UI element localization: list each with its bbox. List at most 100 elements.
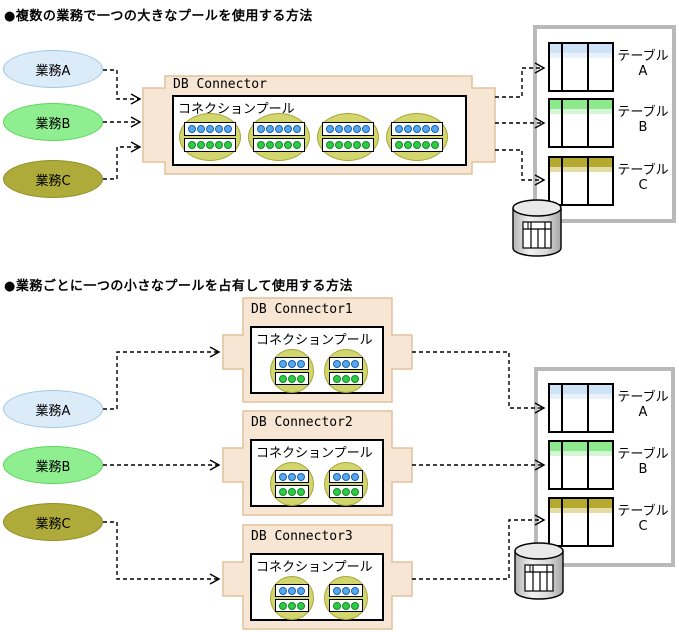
table-c-icon-2 <box>548 497 614 547</box>
table-header <box>550 44 612 58</box>
task-ellipse-b2: 業務B <box>3 446 103 484</box>
connection-dot <box>413 141 421 149</box>
table-label-name: テーブル <box>617 390 669 405</box>
connection-row-green <box>391 138 443 152</box>
table-a-icon-1 <box>548 42 614 92</box>
connection-dot <box>279 472 287 481</box>
arrow-task-c-to-connector <box>103 141 142 180</box>
column-divider <box>587 499 589 545</box>
connection-row-blue <box>253 122 305 136</box>
table-c-label-1: テーブル C <box>614 163 672 193</box>
db-connector3-title: DB Connector3 <box>251 529 353 544</box>
connection-dot <box>335 141 343 149</box>
connection-row-green <box>329 599 363 612</box>
connection-dot <box>362 141 370 149</box>
connection-dot <box>342 601 350 610</box>
task-ellipse-c2: 業務C <box>3 503 103 541</box>
connection-row-green <box>275 599 309 612</box>
connection-dot <box>344 125 352 133</box>
connection-row-green <box>329 372 363 385</box>
connection-dot <box>351 359 359 368</box>
connection-dot <box>353 141 361 149</box>
arrow-connector1-to-table-a <box>412 351 546 414</box>
table-a-label-1: テーブル A <box>614 49 672 79</box>
connection-dot <box>279 374 287 383</box>
task-label: 業務C <box>35 173 71 189</box>
table-c-label-2: テーブル C <box>614 504 672 534</box>
connection-dot <box>297 586 305 595</box>
pool-unit <box>324 349 368 393</box>
connection-row-green <box>184 138 236 152</box>
connection-dot <box>333 586 341 595</box>
table-label-letter: A <box>638 64 648 79</box>
connection-dot <box>413 125 421 133</box>
pool-unit <box>248 113 310 161</box>
connection-dot <box>297 472 305 481</box>
connection-row-blue <box>329 470 363 483</box>
table-header <box>550 442 612 456</box>
connection-dot <box>288 472 296 481</box>
table-label-name: テーブル <box>617 447 669 462</box>
connection-row-blue <box>184 122 236 136</box>
connection-dot <box>188 125 196 133</box>
connection-dot <box>351 374 359 383</box>
connection-row-blue <box>275 584 309 597</box>
connection-row-blue <box>275 357 309 370</box>
connection-dot <box>326 141 334 149</box>
task-ellipse-b1: 業務B <box>3 103 103 141</box>
connection-dot <box>422 125 430 133</box>
column-divider <box>561 499 563 545</box>
task-label: 業務B <box>35 459 71 475</box>
column-divider <box>587 385 589 431</box>
table-label-letter: C <box>638 178 648 193</box>
connection-dot <box>333 374 341 383</box>
table-c-icon-1 <box>548 156 614 206</box>
connection-dot <box>279 487 287 496</box>
connection-dot <box>288 487 296 496</box>
task-ellipse-a1: 業務A <box>3 50 103 88</box>
table-label-name: テーブル <box>617 105 669 120</box>
arrow-task-c-to-connector3 <box>103 521 221 585</box>
column-divider <box>561 100 563 146</box>
connection-dot <box>275 125 283 133</box>
table-label-letter: B <box>638 120 648 135</box>
connection-dot <box>342 487 350 496</box>
connection-row-green <box>253 138 305 152</box>
connection-dot <box>351 487 359 496</box>
connection-dot <box>293 141 301 149</box>
connection-row-blue <box>329 357 363 370</box>
connection-dot <box>288 359 296 368</box>
table-header <box>550 499 612 513</box>
task-label: 業務C <box>35 516 71 532</box>
connection-dot <box>344 141 352 149</box>
connection-dot <box>293 125 301 133</box>
pool-unit <box>270 349 314 393</box>
column-divider <box>587 100 589 146</box>
connection-row-blue <box>329 584 363 597</box>
connection-dot <box>275 141 283 149</box>
database-cylinder-icon <box>512 199 562 257</box>
connection-dot <box>333 487 341 496</box>
table-label-name: テーブル <box>617 504 669 519</box>
connection-dot <box>297 359 305 368</box>
connection-dot <box>279 586 287 595</box>
connection-row-green <box>275 485 309 498</box>
connection-row-blue <box>391 122 443 136</box>
pool-unit <box>317 113 379 161</box>
connection-row-blue <box>275 470 309 483</box>
task-label: 業務A <box>35 63 71 79</box>
connection-dot <box>297 374 305 383</box>
connection-dot <box>288 586 296 595</box>
connection-row-green <box>322 138 374 152</box>
connection-dot <box>257 141 265 149</box>
connection-dot <box>224 125 232 133</box>
section2-title: ●業務ごとに一つの小さなプールを占有して使用する方法 <box>4 279 353 294</box>
connection-dot <box>279 359 287 368</box>
table-label-name: テーブル <box>617 163 669 178</box>
column-divider <box>587 44 589 90</box>
section1-title: ●複数の業務で一つの大きなプールを使用する方法 <box>4 9 313 24</box>
connection-row-green <box>329 485 363 498</box>
connection-dot <box>422 141 430 149</box>
connection-dot <box>395 141 403 149</box>
task-label: 業務B <box>35 116 71 132</box>
